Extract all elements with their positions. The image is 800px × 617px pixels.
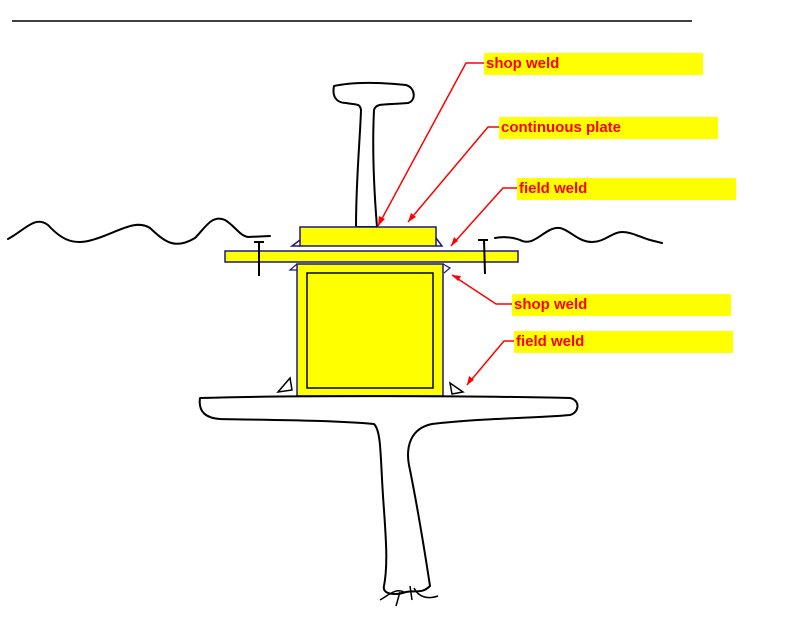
label-shop-weld-top: shop weld — [484, 53, 703, 75]
leader-shop-weld-top — [377, 62, 484, 227]
leader-continuous-plate — [407, 126, 499, 223]
arrowhead-field-weld-bottom — [467, 376, 474, 385]
field-weld-mark-left — [276, 376, 293, 394]
shop-weld-mark-left — [289, 239, 301, 247]
lower-support-sketch — [198, 395, 579, 595]
label-shop-weld-bottom: shop weld — [512, 294, 731, 316]
leader-lines — [377, 62, 517, 386]
column-weld-right — [442, 263, 452, 274]
leader-arrowheads — [378, 213, 474, 385]
continuous-plate — [299, 226, 437, 247]
bolt-left — [254, 241, 264, 276]
arrowhead-shop-weld-top — [378, 216, 385, 226]
flange-plate — [224, 250, 519, 263]
field-weld-mark-right — [448, 381, 465, 395]
leader-field-weld-top — [450, 187, 517, 247]
upper-post-sketch — [332, 81, 415, 228]
arrowhead-shop-weld-bottom — [452, 275, 461, 281]
label-field-weld-bottom: field weld — [514, 331, 733, 353]
column-weld-left — [288, 263, 298, 271]
ground-line-sketch — [7, 217, 271, 245]
shop-weld-mark-right — [435, 237, 444, 247]
label-continuous-plate: continuous plate — [499, 117, 718, 139]
ground-line-sketch-right — [494, 226, 663, 244]
bolt-right — [478, 239, 488, 275]
arrowhead-continuous-plate — [408, 213, 416, 222]
column-inner — [306, 272, 434, 389]
arrowhead-field-weld-top — [451, 237, 458, 246]
leader-shop-weld-bottom — [451, 274, 512, 305]
leader-field-weld-bottom — [466, 340, 514, 386]
label-field-weld-top: field weld — [517, 178, 736, 200]
lower-support-roots — [379, 585, 439, 607]
